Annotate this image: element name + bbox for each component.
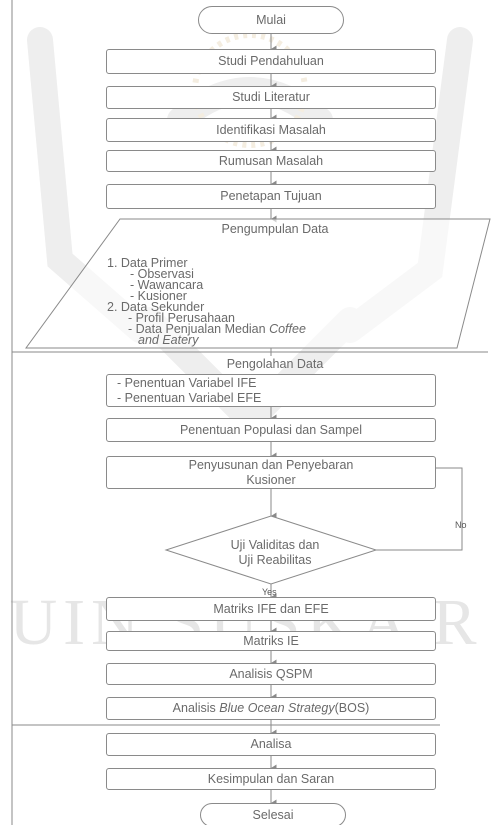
- observasi-item: - Observasi: [130, 267, 194, 281]
- populasi-sampel-process: Penentuan Populasi dan Sampel: [106, 418, 436, 442]
- yes-label: Yes: [262, 587, 277, 597]
- and-eatery-line: and Eatery: [138, 333, 199, 347]
- profil-perusahaan-item: - Profil Perusahaan: [128, 311, 236, 325]
- start-terminal: Mulai: [198, 6, 344, 34]
- no-label: No: [455, 520, 467, 530]
- studi-literatur-process: Studi Literatur: [106, 86, 436, 109]
- data-penjualan-item: - Data Penjualan Median Coffee: [128, 322, 306, 336]
- kesimpulan-saran-process: Kesimpulan dan Saran: [106, 768, 436, 790]
- data-sekunder-label: 2. Data Sekunder: [107, 300, 205, 314]
- coffee-italic: Coffee: [269, 322, 306, 336]
- pengumpulan-data-title: Pengumpulan Data: [221, 222, 329, 236]
- analisis-bos-process: Analisis Blue Ocean Strategy(BOS): [106, 697, 436, 720]
- analisis-qspm-process: Analisis QSPM: [106, 663, 436, 685]
- penetapan-tujuan-process: Penetapan Tujuan: [106, 184, 436, 209]
- uji-validitas-label: Uji Validitas dan Uji Reabilitas: [230, 538, 320, 567]
- penyusunan-kusioner-process: Penyusunan dan Penyebaran Kusioner: [106, 456, 436, 489]
- studi-pendahuluan-process: Studi Pendahuluan: [106, 49, 436, 74]
- kusioner-item: - Kusioner: [130, 289, 187, 303]
- data-primer-label: 1. Data Primer: [107, 256, 188, 270]
- rumusan-masalah-process: Rumusan Masalah: [106, 150, 436, 172]
- analisa-process: Analisa: [106, 733, 436, 756]
- matriks-ie-process: Matriks IE: [106, 631, 436, 651]
- wawancara-item: - Wawancara: [130, 278, 204, 292]
- end-terminal: Selesai: [200, 803, 346, 825]
- identifikasi-masalah-process: Identifikasi Masalah: [106, 118, 436, 142]
- variabel-ife-efe-process: - Penentuan Variabel IFE - Penentuan Var…: [106, 374, 436, 407]
- pengolahan-data-title: Pengolahan Data: [226, 357, 324, 371]
- matriks-ife-efe-process: Matriks IFE dan EFE: [106, 597, 436, 621]
